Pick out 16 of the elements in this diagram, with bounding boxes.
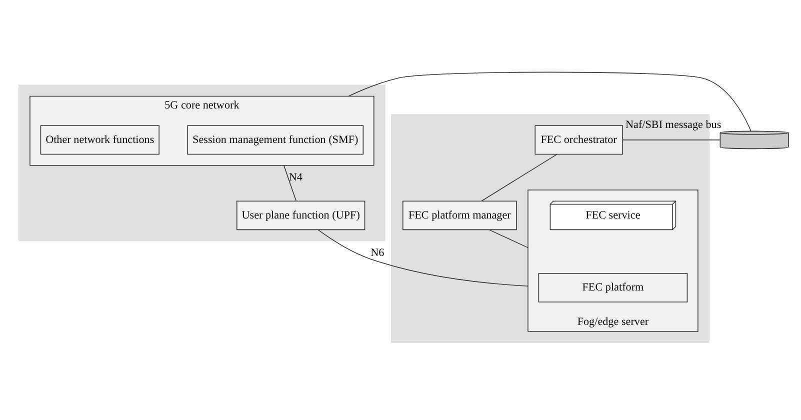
node-box: Other network functions <box>40 124 160 154</box>
node-box: FEC platform <box>538 272 688 302</box>
connector <box>488 228 528 248</box>
cluster <box>18 84 386 241</box>
node-box: Session management function (SMF) <box>187 124 364 154</box>
node-box: FEC orchestrator <box>534 124 623 154</box>
connector <box>348 71 752 132</box>
node-label: Naf/SBI message bus <box>626 118 722 131</box>
connector <box>283 164 296 201</box>
connector <box>481 153 558 201</box>
connector <box>622 139 721 140</box>
connector <box>318 228 528 286</box>
node-box: FEC platform manager <box>402 200 517 230</box>
edge-label: N6 <box>370 246 384 259</box>
edge-label: N4 <box>288 171 302 184</box>
node-box: User plane function (UPF) <box>236 200 366 230</box>
